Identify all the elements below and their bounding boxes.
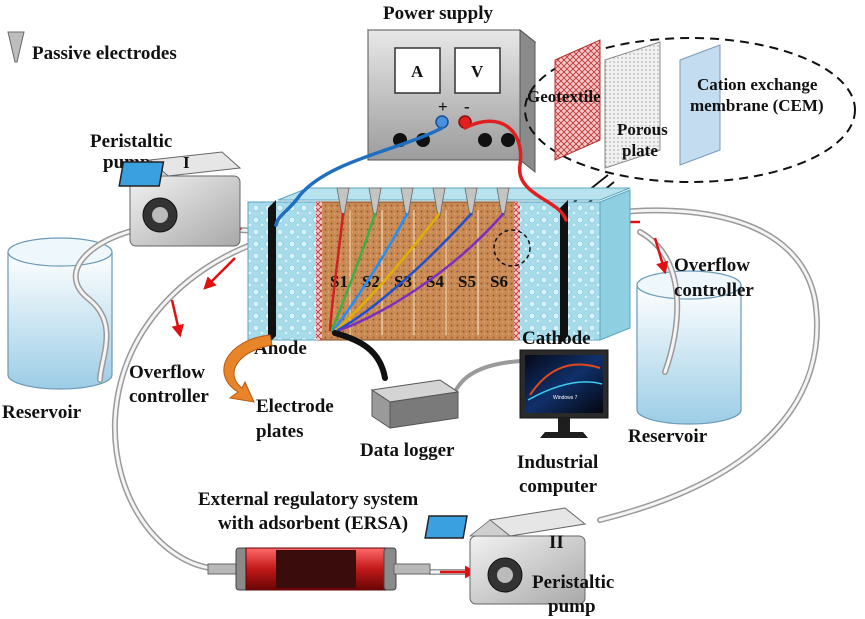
data-logger-label: Data logger: [360, 440, 455, 461]
industrial-computer-label-2: computer: [519, 476, 598, 497]
adsorbent-bed: [276, 550, 356, 588]
membrane-detail: Geotextile Porous plate Cation exchange …: [519, 37, 856, 251]
voltmeter-label: V: [471, 62, 484, 81]
screen-text: Windows 7: [553, 395, 578, 401]
passive-electrode-icon: [7, 31, 25, 63]
anode-wire: [274, 126, 444, 227]
logger-cable: [332, 330, 388, 381]
pump2-screen: [424, 515, 468, 539]
reservoir-right-label: Reservoir: [628, 426, 708, 447]
pump2-label-1: Peristaltic: [532, 572, 614, 593]
probe-wire: [328, 212, 345, 332]
ersa-label-1: External regulatory system: [198, 489, 418, 510]
section-label-s4: S4: [426, 272, 444, 291]
cem-layer: [679, 44, 721, 166]
probe-wire: [338, 212, 505, 332]
probe-wire: [330, 212, 377, 332]
power-supply-label: Power supply: [383, 3, 493, 24]
passive-electrodes: [336, 187, 510, 217]
overflow-right-label-2: controller: [674, 280, 754, 301]
ammeter: [394, 47, 441, 94]
positive-terminal: [435, 115, 449, 129]
pump1-label-1: Peristaltic: [90, 131, 172, 152]
ammeter-label: A: [411, 62, 424, 81]
electrokinetic-cell: S1 S2 S3 S4 S5 S6: [247, 187, 631, 344]
cathode-plate: [560, 200, 568, 344]
anode-plate: [268, 200, 276, 344]
passive-electrode-legend: Passive electrodes: [7, 31, 177, 64]
data-logger: Data logger: [360, 379, 460, 461]
cathode-chamber: [517, 201, 601, 341]
probe-wire: [332, 212, 409, 332]
zoom-ellipse: [524, 37, 856, 183]
cathode-label: Cathode: [522, 328, 591, 349]
minus-label: -: [464, 97, 470, 116]
ersa-column: External regulatory system with adsorben…: [198, 489, 431, 591]
probe-wire: [334, 212, 441, 332]
anode-chamber: [247, 201, 319, 341]
peristaltic-pump-2: II Peristaltic pump: [424, 507, 614, 617]
electrode-plates-label-1: Electrode: [256, 396, 334, 417]
reservoir-left-label: Reservoir: [2, 402, 82, 423]
pump1-id-label: I: [183, 153, 190, 172]
cem-label-2: membrane (CEM): [690, 96, 824, 115]
plus-label: +: [438, 97, 448, 116]
knob: [478, 133, 492, 147]
power-supply: Power supply A V + -: [366, 3, 537, 174]
ersa-label-2: with adsorbent (ERSA): [218, 513, 408, 534]
porous-plate-layer: [604, 41, 661, 169]
geotextile-label: Geotextile: [527, 87, 601, 106]
voltmeter: [454, 47, 501, 94]
pump2-id-label: II: [549, 532, 564, 553]
overflow-left-label-2: controller: [129, 386, 209, 407]
cem-label-1: Cation exchange: [697, 75, 818, 94]
reservoir-left: Reservoir: [2, 237, 113, 423]
section-label-s2: S2: [362, 272, 380, 291]
pump2-label-2: pump: [548, 596, 596, 617]
electrode-plates-arrow: [223, 334, 273, 403]
industrial-computer: Windows 7 Industrial computer: [517, 349, 609, 497]
electrode-plates-label-2: plates: [256, 421, 304, 442]
section-label-s6: S6: [490, 272, 508, 291]
pump1-screen: [118, 161, 165, 187]
industrial-computer-label-1: Industrial: [517, 452, 598, 473]
overflow-left-label-1: Overflow: [129, 362, 205, 383]
zoom-circle: [493, 229, 531, 267]
section-label-s1: S1: [330, 272, 348, 291]
geotextile-layer: [554, 39, 601, 161]
porous-plate-label-2: plate: [622, 141, 658, 160]
overflow-right-label-1: Overflow: [674, 255, 750, 276]
peristaltic-pump-1: Peristaltic pump I: [90, 131, 242, 247]
cathode-wire: [463, 119, 568, 222]
porous-plate-label-1: Porous: [617, 120, 668, 139]
passive-electrodes-label: Passive electrodes: [32, 43, 177, 64]
knob: [501, 133, 515, 147]
reservoir-right: Reservoir: [628, 270, 742, 447]
section-label-s5: S5: [458, 272, 476, 291]
probe-wire: [336, 212, 473, 332]
computer-screen: [525, 355, 603, 413]
